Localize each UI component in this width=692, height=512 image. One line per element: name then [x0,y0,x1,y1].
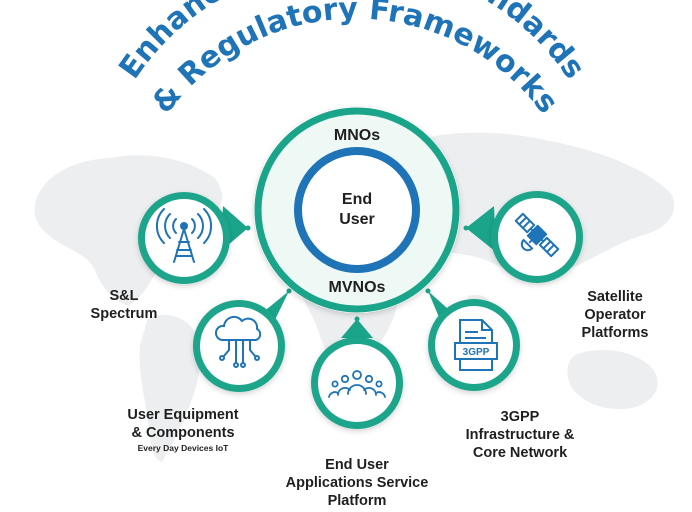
hub-top-label: MNOs [334,127,380,144]
label-applications-line-2: Applications Service [285,475,429,491]
node-satellite [466,191,583,283]
center-label-line-1: End [342,191,372,208]
3gpp-document-icon: 3GPP [454,319,498,371]
people-group-icon [328,370,386,398]
hub-bottom-label: MVNOs [329,279,386,296]
label-equipment-line-2: & Components [131,425,235,441]
label-applications-line-3: Platform [327,493,387,509]
label-satellite: Satellite Operator Platforms [560,288,670,342]
label-spectrum-line-1: S&L [109,288,139,304]
label-applications: End User Applications Service Platform [257,456,457,510]
label-applications-line-1: End User [325,457,389,473]
label-3gpp-line-3: Core Network [472,445,568,461]
label-satellite-line-3: Platforms [581,325,649,341]
label-3gpp-line-2: Infrastructure & [465,427,575,443]
3gpp-badge: 3GPP [463,347,490,358]
label-3gpp-line-1: 3GPP [500,409,540,425]
label-spectrum: S&L Spectrum [84,287,164,323]
node-applications [311,319,403,429]
label-spectrum-line-2: Spectrum [90,306,158,322]
hub: MNOs End User MVNOs [254,107,460,313]
cloud-network-icon [214,315,262,368]
label-satellite-line-2: Operator [584,307,646,323]
label-equipment-sub: Every Day Devices IoT [137,443,229,453]
label-3gpp: 3GPP Infrastructure & Core Network [450,408,590,462]
end-user-ring [294,147,420,273]
antenna-tower-icon [155,208,213,263]
label-equipment-line-1: User Equipment [127,407,239,423]
satellite-icon [514,212,560,258]
node-spectrum [138,192,248,284]
center-label-line-2: User [339,211,375,228]
label-equipment: User Equipment & Components Every Day De… [98,406,268,454]
node-3gpp: 3GPP [428,291,520,391]
label-satellite-line-1: Satellite [587,289,643,305]
node-equipment [193,291,289,392]
